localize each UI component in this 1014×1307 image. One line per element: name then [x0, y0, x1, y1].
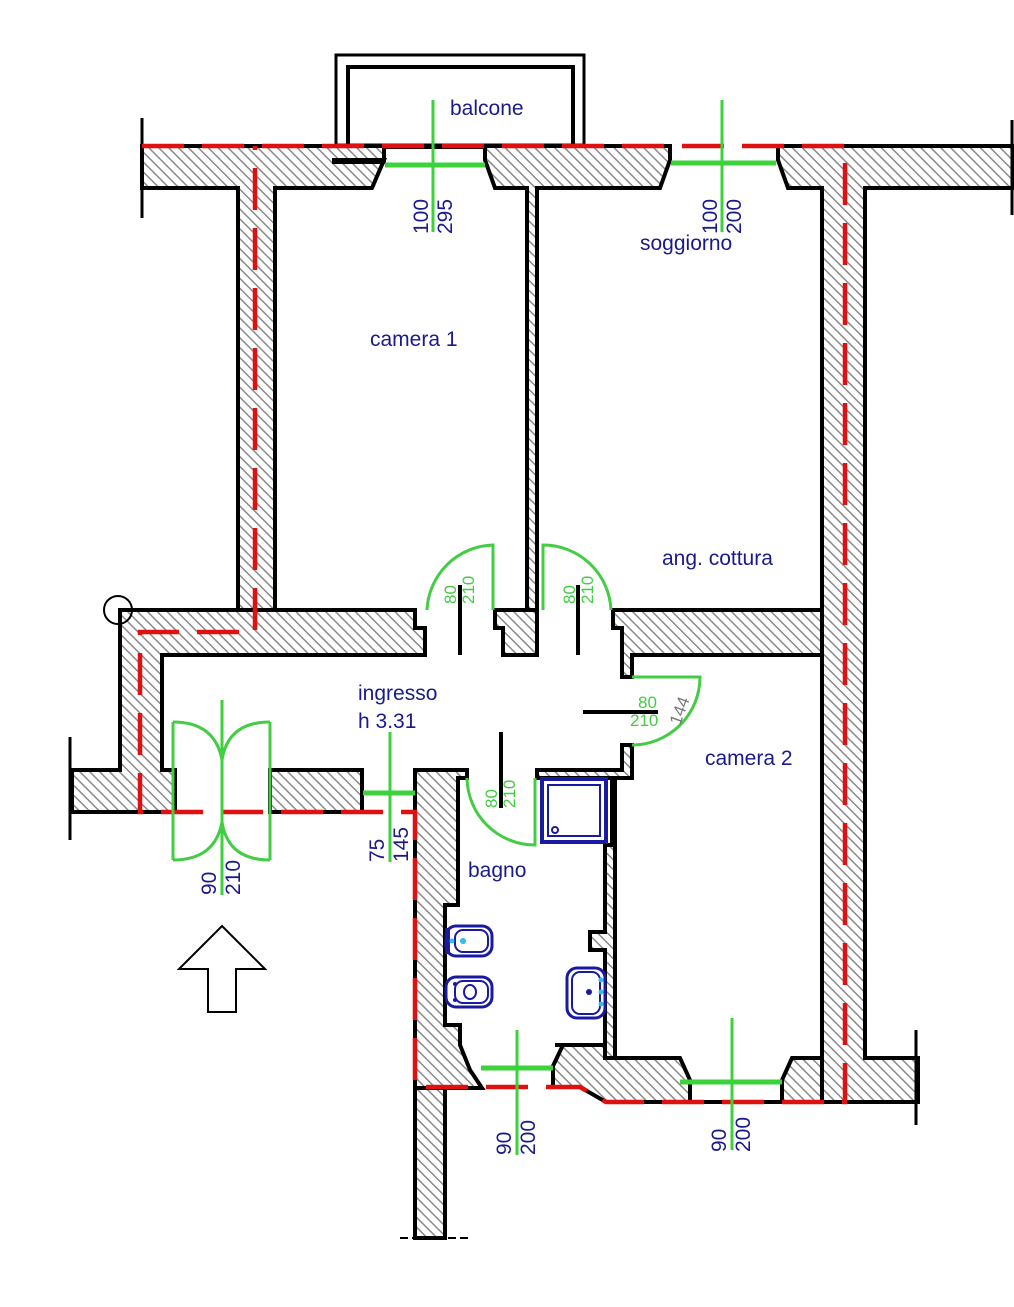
- room-height-ingresso: h 3.31: [358, 710, 416, 733]
- dim-balcony-height: 295: [434, 199, 457, 234]
- door-soggiorno[interactable]: [541, 543, 613, 655]
- dim-bagno-door-width: 80: [482, 789, 501, 808]
- toilet: [444, 975, 494, 1009]
- dim-camera2-door-width: 80: [638, 693, 657, 712]
- dim-camera1-door-height: 210: [459, 576, 478, 604]
- window-camera2: [680, 1018, 782, 1150]
- dim-ingresso-window-width: 75: [366, 839, 389, 862]
- reference-circle: [103, 595, 133, 625]
- window-bagno: [481, 1030, 553, 1155]
- wall-top: [140, 144, 388, 612]
- dim-camera2-door-height: 210: [630, 711, 658, 730]
- room-label-soggiorno: soggiorno: [640, 232, 732, 255]
- property-boundary: [137, 143, 848, 1105]
- dim-camera1-door-width: 80: [441, 585, 460, 604]
- dim-soggiorno-door-width: 80: [560, 585, 579, 604]
- wall-ingresso-south: [268, 768, 364, 814]
- bidet: [444, 924, 494, 958]
- door-bagno[interactable]: [465, 732, 537, 847]
- wall-camera2-west: [535, 743, 634, 1060]
- wall-middle-stub: [493, 608, 539, 657]
- dim-camera2-window-width: 90: [708, 1129, 731, 1152]
- entrance-double-door[interactable]: [171, 700, 272, 895]
- dim-camera2-window-height: 200: [732, 1117, 755, 1152]
- wall-left: [70, 608, 427, 814]
- dim-bagno-window-width: 90: [493, 1132, 516, 1155]
- room-label-camera1: camera 1: [370, 328, 458, 351]
- dim-entrance-height: 210: [222, 860, 245, 895]
- window-ingresso: [363, 732, 415, 862]
- dim-soggiorno-height: 200: [723, 199, 746, 234]
- washbasin: [565, 966, 607, 1020]
- dim-entrance-width: 90: [198, 872, 221, 895]
- room-label-ingresso: ingresso: [358, 682, 437, 705]
- door-camera2[interactable]: [583, 675, 702, 747]
- shower-tray: [540, 777, 608, 844]
- room-label-balcone: balcone: [450, 97, 524, 120]
- window-balcony: [385, 100, 485, 232]
- room-label-ang-cottura: ang. cottura: [662, 547, 773, 570]
- door-camera1[interactable]: [425, 543, 495, 655]
- wall-stair-column: [413, 1086, 447, 1240]
- entrance-arrow-icon: [176, 924, 268, 1013]
- window-soggiorno: [671, 100, 776, 232]
- wall-soggiorno-south: [611, 608, 824, 679]
- wall-bottom: [551, 1043, 824, 1104]
- dim-bagno-door-height: 210: [500, 780, 519, 808]
- wall-top-right: [776, 144, 1014, 1104]
- room-label-bagno: bagno: [468, 859, 526, 882]
- dim-bagno-window-height: 200: [517, 1120, 540, 1155]
- wall-top-middle: [483, 144, 672, 612]
- dim-soggiorno-door-height: 210: [578, 576, 597, 604]
- dim-soggiorno-width: 100: [699, 199, 722, 234]
- dim-ingresso-window-height: 145: [390, 827, 413, 862]
- dim-balcony-width: 100: [410, 199, 433, 234]
- room-label-camera2: camera 2: [705, 747, 793, 770]
- dim-camera2-door-extra: 144: [666, 694, 694, 727]
